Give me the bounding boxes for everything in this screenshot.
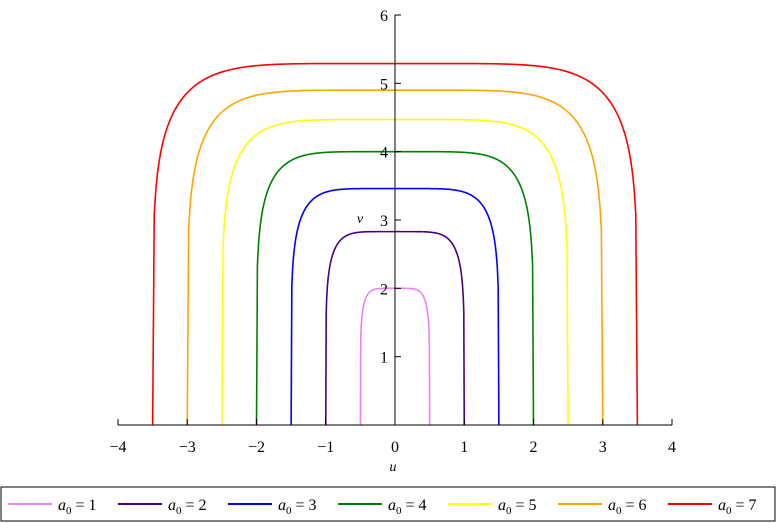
x-tick-label: 4 xyxy=(668,439,676,456)
x-ticks: −4 −3 −2 −1 0 1 2 3 4 xyxy=(109,419,676,456)
legend-label-7: a0 = 7 xyxy=(718,497,757,517)
legend-label-1: a0 = 1 xyxy=(58,497,97,517)
legend-label-3: a0 = 3 xyxy=(278,497,317,517)
y-tick-label: 6 xyxy=(380,8,388,25)
legend-label-6: a0 = 6 xyxy=(608,497,647,517)
y-tick-label: 4 xyxy=(380,145,388,162)
x-tick-label: 3 xyxy=(599,439,607,456)
x-tick-label: −2 xyxy=(248,439,265,456)
y-ticks: 1 2 3 4 5 6 xyxy=(380,8,401,367)
x-tick-label: −4 xyxy=(109,439,126,456)
x-tick-label: 0 xyxy=(391,439,399,456)
legend-label-5: a0 = 5 xyxy=(498,497,537,517)
x-tick-label: −3 xyxy=(179,439,196,456)
y-tick-label: 5 xyxy=(380,76,388,93)
y-tick-label: 3 xyxy=(380,213,388,230)
legend: a0 = 1 a0 = 2 a0 = 3 a0 = 4 a0 = 5 a0 = 6 a0 =… xyxy=(0,486,776,522)
legend-label-4: a0 = 4 xyxy=(388,497,427,517)
x-tick-label: −1 xyxy=(317,439,334,456)
axes-layer: u v xyxy=(118,15,672,475)
y-tick-label: 2 xyxy=(380,281,388,298)
x-tick-label: 2 xyxy=(530,439,538,456)
y-axis-label: v xyxy=(357,212,364,227)
legend-label-2: a0 = 2 xyxy=(168,497,207,517)
x-tick-label: 1 xyxy=(460,439,468,456)
x-axis-label: u xyxy=(390,460,397,475)
y-tick-label: 1 xyxy=(380,350,388,367)
